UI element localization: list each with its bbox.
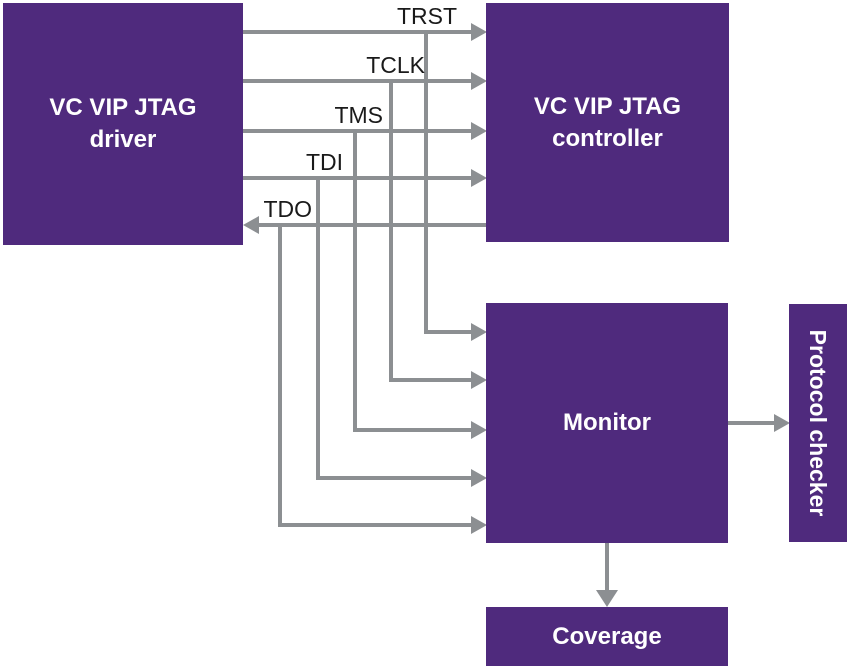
- trst-branch-wire: [424, 32, 473, 334]
- signal-label-tclk: TCLK: [366, 52, 425, 78]
- tclk-branch-arrowhead-icon: [471, 371, 487, 389]
- monitor-to-protocol-arrowhead-icon: [774, 414, 790, 432]
- signal-label-tms: TMS: [334, 102, 383, 128]
- controller-box-label: VC VIP JTAG controller: [533, 92, 682, 152]
- tdo-arrowhead-icon: [243, 216, 259, 234]
- tclk-arrowhead-icon: [471, 72, 487, 90]
- driver-box-label: VC VIP JTAG driver: [49, 94, 197, 153]
- coverage-box: Coverage: [486, 607, 728, 666]
- tms-branch-arrowhead-icon: [471, 421, 487, 439]
- monitor-box-label: Monitor: [563, 409, 651, 436]
- tdo-branch-arrowhead-icon: [471, 516, 487, 534]
- tclk-branch-wire: [389, 81, 473, 382]
- controller-box: VC VIP JTAG controller: [486, 3, 729, 242]
- signal-label-trst: TRST: [396, 3, 457, 29]
- monitor-to-coverage-arrowhead-icon: [596, 590, 618, 607]
- signal-label-tdo: TDO: [263, 196, 312, 222]
- trst-branch-arrowhead-icon: [471, 323, 487, 341]
- protocol-checker-box-label: Protocol checker: [805, 329, 831, 517]
- tdi-arrowhead-icon: [471, 169, 487, 187]
- tdi-branch-wire: [316, 178, 473, 480]
- tms-arrowhead-icon: [471, 122, 487, 140]
- driver-box: VC VIP JTAG driver: [3, 3, 243, 245]
- tms-branch-wire: [353, 131, 473, 432]
- tdi-branch-arrowhead-icon: [471, 469, 487, 487]
- coverage-box-label: Coverage: [552, 622, 662, 650]
- signal-label-tdi: TDI: [305, 149, 343, 175]
- protocol-checker-box: Protocol checker: [789, 304, 847, 542]
- tdo-branch-wire: [278, 225, 473, 527]
- monitor-box: Monitor: [486, 303, 728, 543]
- trst-arrowhead-icon: [471, 23, 487, 41]
